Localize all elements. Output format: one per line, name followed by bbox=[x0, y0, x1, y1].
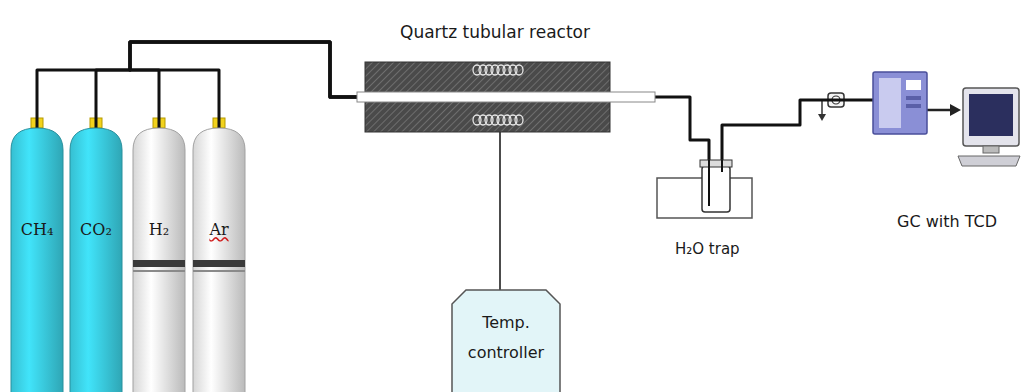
gas-cylinder: Ar bbox=[193, 128, 245, 392]
gas-cylinder: CO₂ bbox=[70, 128, 122, 392]
temperature-controller-outline bbox=[452, 290, 560, 392]
part-label: GC with TCD bbox=[897, 212, 997, 231]
gas-cylinder: H₂ bbox=[133, 128, 185, 392]
gas-cylinder-outline bbox=[70, 128, 122, 392]
gas-line bbox=[130, 42, 365, 128]
gas-line bbox=[96, 42, 365, 128]
gas-cylinder-outline bbox=[11, 128, 63, 392]
part-label: H₂O trap bbox=[675, 240, 740, 258]
gas-chromatograph-outline bbox=[873, 72, 927, 134]
signal-arrow bbox=[927, 104, 961, 116]
gas-label: Ar bbox=[193, 220, 245, 239]
gas-line bbox=[499, 132, 501, 290]
gas-cylinder-outline bbox=[193, 128, 245, 392]
water-trap-outline bbox=[657, 160, 752, 220]
gas-line-valve bbox=[818, 93, 844, 121]
water-trap: H₂O trap bbox=[657, 160, 752, 220]
gas-label: H₂ bbox=[133, 220, 185, 239]
controller-label: Temp. controller bbox=[452, 290, 560, 369]
gas-chromatograph: GC with TCD bbox=[873, 72, 927, 134]
part-label: Quartz tubular reactor bbox=[400, 22, 590, 42]
temperature-controller: Temp. controller bbox=[452, 290, 560, 392]
computer-icon bbox=[958, 88, 1020, 166]
gas-line bbox=[37, 42, 365, 128]
tubular-reactor: Quartz tubular reactor bbox=[365, 62, 610, 132]
gas-line bbox=[655, 97, 709, 160]
gas-label: CH₄ bbox=[11, 220, 63, 239]
gas-line bbox=[130, 42, 365, 128]
tubular-reactor-outline bbox=[365, 62, 610, 132]
gas-cylinder: CH₄ bbox=[11, 128, 63, 392]
gas-cylinder-outline bbox=[133, 128, 185, 392]
gas-label: CO₂ bbox=[70, 220, 122, 239]
cylinder-valves bbox=[31, 118, 225, 128]
gas-line bbox=[722, 100, 873, 160]
